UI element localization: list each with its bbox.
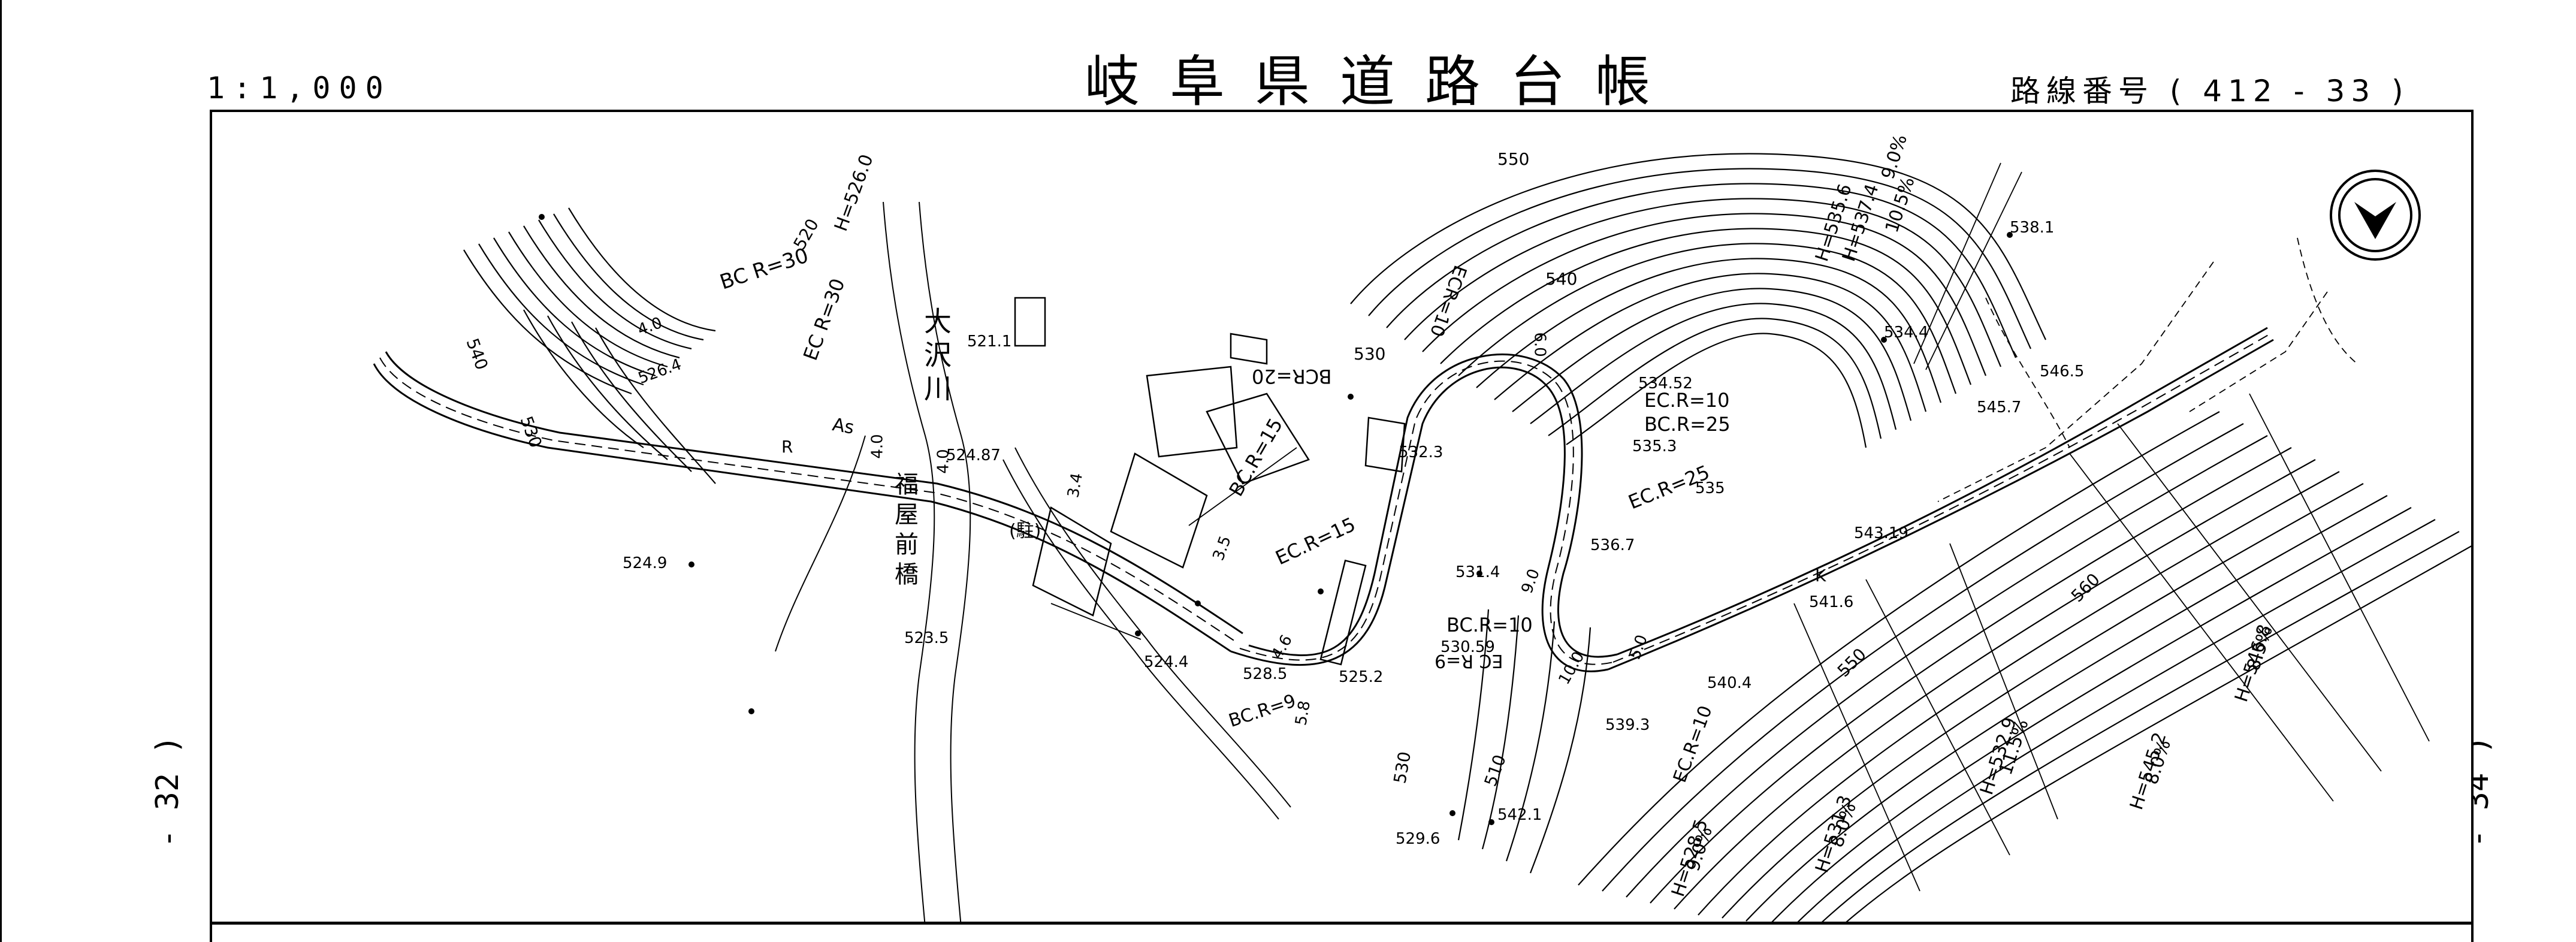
road-width-40b: 4.0 bbox=[868, 434, 887, 459]
north-arrow-icon bbox=[2330, 170, 2421, 261]
bridge-name: 福屋前橋 bbox=[890, 472, 918, 591]
road-width-60: 6.0 bbox=[1530, 332, 1549, 357]
spot-height-540-4: 540.4 bbox=[1707, 674, 1752, 692]
spot-height-521-1: 521.1 bbox=[967, 333, 1012, 351]
map-scale: 1:1,000 bbox=[207, 71, 392, 105]
contour-lines-top bbox=[1350, 153, 2046, 448]
spot-height-539-3: 539.3 bbox=[1605, 716, 1650, 734]
curve-bc-r25: BC.R=25 bbox=[1644, 413, 1731, 436]
contour-label-550-top: 550 bbox=[1497, 149, 1530, 169]
spot-height-538-1: 538.1 bbox=[2010, 219, 2055, 237]
spot-height-528-5: 528.5 bbox=[1243, 665, 1288, 683]
spot-height-531-4: 531.4 bbox=[1455, 563, 1500, 581]
river-name: 大沢川 bbox=[920, 307, 952, 407]
spot-height-529-6: 529.6 bbox=[1396, 830, 1440, 848]
road-width-34: 3.4 bbox=[1064, 472, 1087, 499]
road-centerline bbox=[379, 333, 2271, 665]
building-outlines bbox=[1014, 297, 1406, 666]
curve-bcr20: BCR=20 bbox=[1252, 365, 1332, 388]
curve-ec-r10: EC.R=10 bbox=[1644, 389, 1730, 412]
survey-points bbox=[539, 214, 2013, 825]
topographic-map bbox=[373, 153, 2471, 922]
pavement-mark-as: As bbox=[831, 414, 856, 439]
spot-height-542-1: 542.1 bbox=[1497, 806, 1542, 824]
spot-height-524-87: 524.87 bbox=[946, 446, 1001, 464]
road-mark-r: R bbox=[781, 437, 793, 457]
spot-height-523-5: 523.5 bbox=[904, 629, 949, 647]
spot-height-543-19: 543.19 bbox=[1854, 524, 1908, 542]
spot-height-534-4: 534.4 bbox=[1884, 324, 1929, 342]
spot-height-536-7: 536.7 bbox=[1590, 536, 1635, 554]
spot-height-535: 535 bbox=[1695, 479, 1725, 497]
road-width-58: 5.8 bbox=[1292, 699, 1315, 727]
curve-bc-r10: BC.R=10 bbox=[1446, 614, 1533, 636]
sheet-left-border bbox=[0, 0, 2, 942]
contour-label-540-top: 540 bbox=[1545, 269, 1578, 289]
spot-height-524-4: 524.4 bbox=[1144, 653, 1189, 671]
route-number: 路線番号 ( 412 - 33 ) bbox=[2010, 74, 2409, 108]
boundary-lines bbox=[1937, 237, 2358, 502]
contour-label-530-top: 530 bbox=[1354, 344, 1386, 364]
leader-lines bbox=[1050, 162, 2430, 892]
spot-height-530-59: 530.59 bbox=[1440, 638, 1495, 656]
contour-lines-left bbox=[463, 207, 716, 484]
lower-frame-left-border bbox=[210, 922, 212, 942]
spot-height-545-7: 545.7 bbox=[1977, 398, 2022, 416]
spot-height-546-5: 546.5 bbox=[2040, 363, 2085, 381]
spot-height-524-9: 524.9 bbox=[623, 554, 668, 572]
adjacent-sheet-left: - 32 ) bbox=[150, 735, 186, 848]
page-title: 岐阜県道路台帳 bbox=[1085, 50, 1681, 114]
lower-frame-top-border bbox=[210, 922, 2474, 924]
road-mark-k: K bbox=[1815, 566, 1826, 585]
road-width-40c: 4.0 bbox=[934, 449, 953, 474]
lower-frame-right-border bbox=[2471, 922, 2474, 942]
parking-label: (駐) bbox=[1009, 521, 1041, 542]
spot-height-535-3: 535.3 bbox=[1632, 437, 1677, 455]
contour-lines-bottom-right bbox=[1457, 411, 2471, 922]
spot-height-532-3: 532.3 bbox=[1399, 443, 1443, 461]
spot-height-534-52: 534.52 bbox=[1638, 375, 1693, 393]
prefectural-road-lines bbox=[373, 327, 2274, 672]
map-frame: 大沢川 福屋前橋 (駐) BC R=30 EC R=30 BCR=20 ECR=… bbox=[210, 110, 2474, 925]
spot-height-525-2: 525.2 bbox=[1339, 668, 1384, 686]
spot-height-541-6: 541.6 bbox=[1809, 593, 1854, 611]
river-banks bbox=[775, 201, 1291, 922]
